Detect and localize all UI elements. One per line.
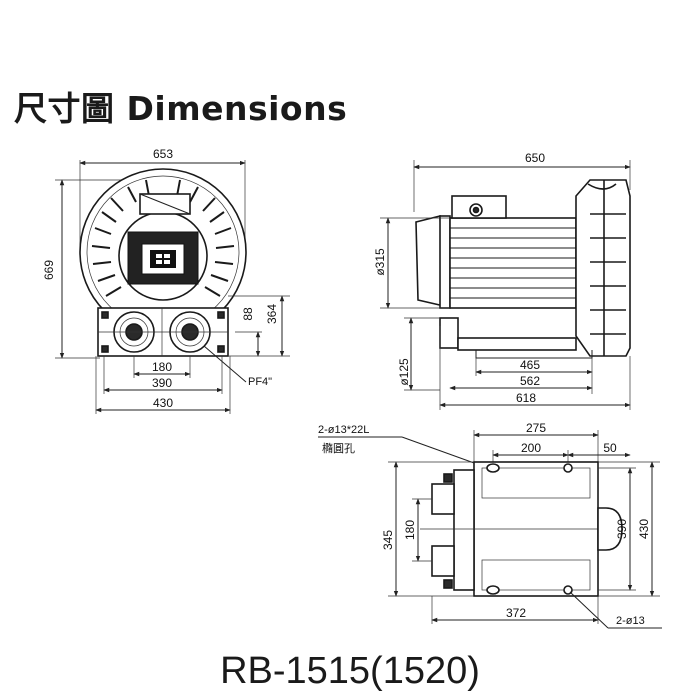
dim-562: 562 <box>520 374 540 388</box>
motor-body <box>449 217 577 309</box>
side-blower-housing <box>575 179 631 357</box>
page-title: 尺寸圖 Dimensions <box>14 89 348 128</box>
dim-618: 618 <box>516 391 536 405</box>
dim-125: ø125 <box>397 358 411 386</box>
port-label: PF4" <box>248 376 272 388</box>
dim-200-base: 200 <box>521 441 541 455</box>
dim-669: 669 <box>42 260 56 280</box>
side-view: 650 <box>373 151 631 410</box>
dim-345: 345 <box>381 530 395 550</box>
front-view: 653 669 <box>42 147 290 414</box>
dim-88: 88 <box>241 307 255 321</box>
hole-note-sub: 橢圓孔 <box>322 441 355 455</box>
hole-note: 2-ø13*22L <box>318 424 369 436</box>
dim-275: 275 <box>526 421 546 435</box>
dim-364: 364 <box>265 304 279 324</box>
base-view: 2-ø13*22L 橢圓孔 275 200 50 <box>318 421 662 629</box>
dim-390: 390 <box>152 376 172 390</box>
dim-390-base: 390 <box>615 519 629 539</box>
dim-430: 430 <box>153 396 173 410</box>
dim-315: ø315 <box>373 248 387 276</box>
dim-180: 180 <box>152 360 172 374</box>
dim-372: 372 <box>506 606 526 620</box>
dim-465: 465 <box>520 358 540 372</box>
cooling-fins <box>91 179 235 297</box>
dim-653: 653 <box>153 147 173 161</box>
dim-650: 650 <box>525 151 545 165</box>
dim-50: 50 <box>603 441 617 455</box>
dim-180-base: 180 <box>403 520 417 540</box>
dim-430-base: 430 <box>637 519 651 539</box>
hole-label: 2-ø13 <box>616 615 645 627</box>
motor-fins <box>450 227 576 299</box>
model-number: RB-1515(1520) <box>220 650 480 692</box>
